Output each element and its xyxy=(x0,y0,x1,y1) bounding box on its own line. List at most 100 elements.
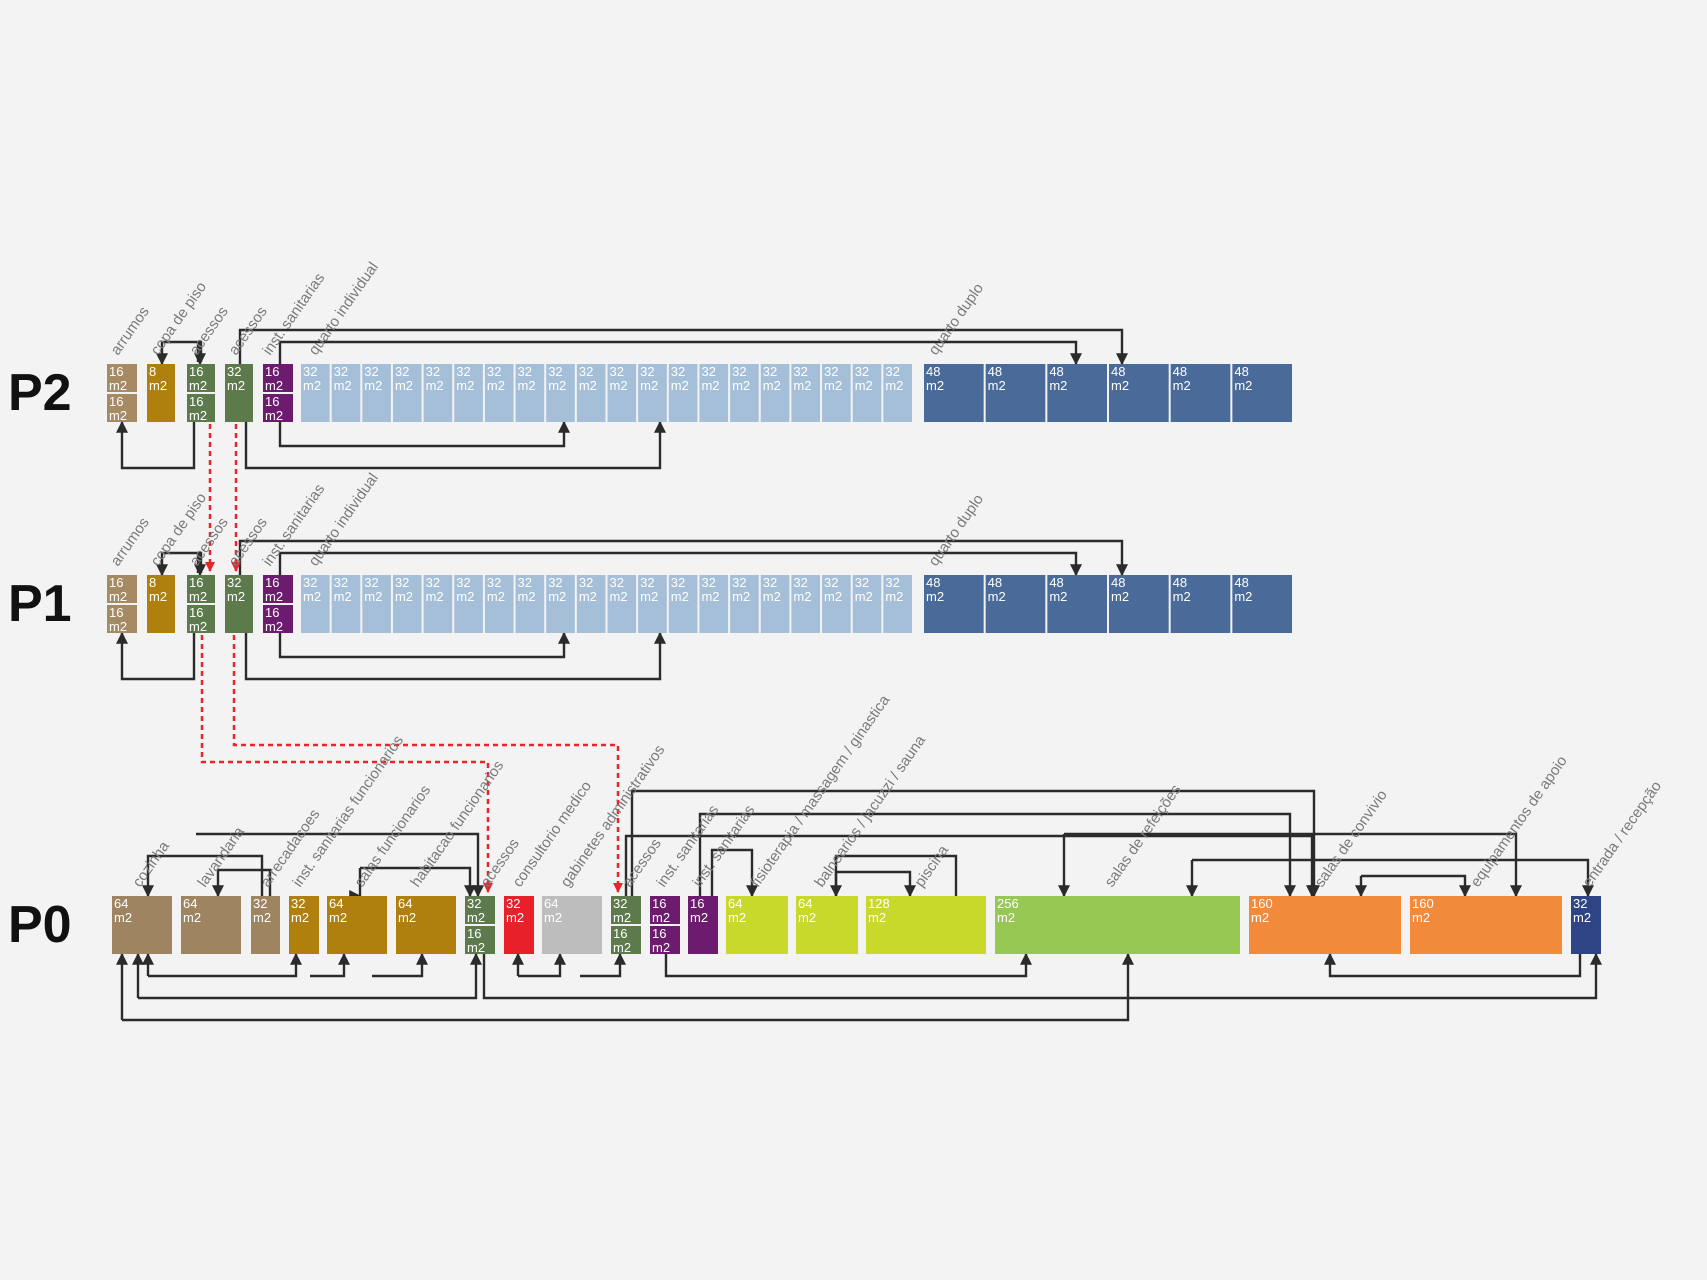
space-repeat-cell xyxy=(423,575,453,633)
space-repeat-cell-area: 48 xyxy=(1049,364,1063,379)
space-repeat-cell-unit: m2 xyxy=(640,378,658,393)
space-repeat-cell-area: 32 xyxy=(426,575,440,590)
p0-link-balnearios-piscina xyxy=(834,870,916,898)
space-stack-cell-unit: m2 xyxy=(467,940,485,955)
space-repeat-cell-area: 32 xyxy=(824,364,838,379)
p0-link-piscina-balnearios xyxy=(830,854,958,898)
space-box xyxy=(251,896,280,954)
space-repeat-cell-area: 32 xyxy=(855,364,869,379)
space-box-unit: m2 xyxy=(997,910,1015,925)
space-box-area: 64 xyxy=(798,896,812,911)
space-box xyxy=(225,364,253,422)
space-box-area: 64 xyxy=(728,896,742,911)
space-repeat-cell-area: 48 xyxy=(1173,364,1187,379)
space-repeat-cell-unit: m2 xyxy=(395,378,413,393)
space-repeat-cell-unit: m2 xyxy=(579,589,597,604)
space-repeat-cell-area: 32 xyxy=(303,364,317,379)
space-repeat-cell-unit: m2 xyxy=(610,589,628,604)
p0-link-salas-habitacao xyxy=(372,952,428,978)
space-repeat-cell xyxy=(1170,575,1231,633)
floor-label-p2: P2 xyxy=(8,364,72,422)
p0-link-refeicoes-apoio xyxy=(1064,832,1522,898)
space-box xyxy=(866,896,986,954)
space-repeat-cell-area: 32 xyxy=(885,364,899,379)
space-repeat-cell xyxy=(730,575,759,633)
space-box-unit: m2 xyxy=(227,378,245,393)
space-repeat-cell xyxy=(760,575,790,633)
space-repeat-cell-unit: m2 xyxy=(364,378,382,393)
space-box-area: 32 xyxy=(291,896,305,911)
space-box-area: 256 xyxy=(997,896,1019,911)
space-stack-cell-unit: m2 xyxy=(265,408,283,423)
space-stack-cell xyxy=(263,605,293,633)
space-stack-cell-unit: m2 xyxy=(109,619,127,634)
space-repeat-cell-area: 32 xyxy=(763,575,777,590)
space-repeat-cell xyxy=(638,575,667,633)
space-repeat-cell-unit: m2 xyxy=(988,589,1006,604)
space-box-unit: m2 xyxy=(798,910,816,925)
space-repeat-cell xyxy=(301,575,330,633)
space-repeat-cell xyxy=(791,364,821,422)
space-repeat-cell-unit: m2 xyxy=(1111,378,1129,393)
space-repeat-cell xyxy=(392,364,422,422)
space-p1-1: 8m2 xyxy=(147,575,175,633)
space-repeat-cell-area: 32 xyxy=(671,575,685,590)
space-label: salas de convivio xyxy=(1311,787,1390,890)
space-repeat-cell xyxy=(791,575,821,633)
space-repeat-cell xyxy=(515,575,545,633)
space-box xyxy=(147,364,175,422)
space-repeat-cell-area: 32 xyxy=(364,575,378,590)
space-repeat-cell-unit: m2 xyxy=(885,378,903,393)
space-box-area: 32 xyxy=(506,896,520,911)
space-stack-cell-area: 16 xyxy=(189,575,203,590)
space-repeat-cell-area: 32 xyxy=(303,575,317,590)
space-box xyxy=(796,896,858,954)
space-repeat-cell-unit: m2 xyxy=(855,378,873,393)
space-box xyxy=(688,896,718,954)
space-stack-cell-unit: m2 xyxy=(109,408,127,423)
space-repeat-cell-unit: m2 xyxy=(518,378,536,393)
p0-link-acessos-entrada xyxy=(482,952,1602,1000)
p0-link-arrec-lavandaria xyxy=(212,868,272,898)
space-repeat-cell xyxy=(546,364,575,422)
space-stack-cell xyxy=(107,605,137,633)
p0-connectors xyxy=(116,789,1602,1022)
space-stack-cell xyxy=(650,896,680,924)
space-stack-cell xyxy=(465,896,495,924)
space-repeat-cell-area: 48 xyxy=(1049,575,1063,590)
space-repeat-cell-area: 32 xyxy=(334,364,348,379)
space-box xyxy=(726,896,788,954)
space-repeat-cell-unit: m2 xyxy=(334,378,352,393)
space-stack-cell xyxy=(650,926,680,954)
space-box-unit: m2 xyxy=(1251,910,1269,925)
space-repeat-cell-unit: m2 xyxy=(334,589,352,604)
p0-link-cozinha-refeicoes xyxy=(122,952,1134,1022)
space-box-unit: m2 xyxy=(227,589,245,604)
p2-link-acessos-acessos xyxy=(194,340,206,366)
space-repeat-cell-area: 32 xyxy=(456,575,470,590)
space-stack-cell-area: 16 xyxy=(265,605,279,620)
floor-p1: 16m216m28m216m216m232m216m216m232m232m23… xyxy=(107,575,1293,634)
space-repeat-cell-area: 32 xyxy=(548,575,562,590)
space-repeat-cell xyxy=(852,364,882,422)
space-repeat-cell-unit: m2 xyxy=(1049,378,1067,393)
space-box-unit: m2 xyxy=(506,910,524,925)
space-repeat-cell-unit: m2 xyxy=(364,589,382,604)
p0-link-cozinha-acessos xyxy=(138,952,482,1000)
space-stack-cell-unit: m2 xyxy=(265,378,283,393)
space-repeat-cell-unit: m2 xyxy=(518,589,536,604)
space-label: cozinha xyxy=(129,838,173,891)
space-repeat-cell-unit: m2 xyxy=(456,589,474,604)
space-repeat-cell-area: 48 xyxy=(1234,364,1248,379)
space-stack-cell-unit: m2 xyxy=(265,619,283,634)
